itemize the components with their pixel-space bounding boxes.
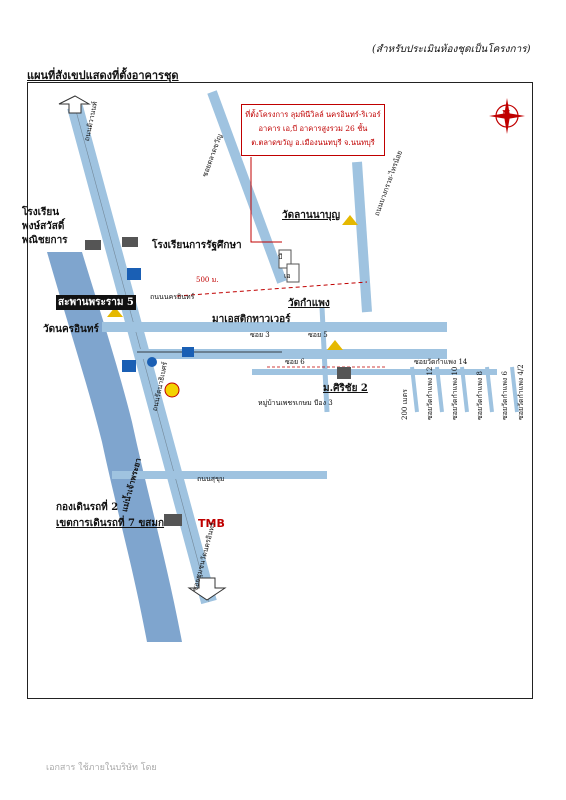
river xyxy=(47,252,182,642)
label-soi-m2: ซอยวัดกำแพง 12 xyxy=(426,366,434,420)
label-soi-6: ซอย 6 xyxy=(285,358,305,366)
ptt-icon xyxy=(147,357,157,367)
label-wat-nakorn-in: วัดนครอินทร์ xyxy=(43,324,99,335)
label-village: ม.ศิริชัย 2 xyxy=(323,383,368,394)
label-school-pongsawat: โรงเรียน พงษ์สวัสดิ์ พณิชยการ xyxy=(22,206,92,248)
market-icon xyxy=(182,347,194,357)
label-soi-kampaeng: ซอยวัดกำแพง 14 xyxy=(414,358,468,366)
temple-lanbun-icon xyxy=(342,215,358,225)
label-soi-m5: ซอยวัดกำแพง 6 xyxy=(501,371,509,420)
village-icon xyxy=(337,367,351,379)
label-distance: 500 ม. xyxy=(196,276,219,284)
bus-depot-icon xyxy=(164,514,182,526)
project-box-line2: อาคาร เอ,บี อาคารสูงรวม 26 ชั้น xyxy=(258,124,368,133)
shell-station-icon xyxy=(164,382,180,398)
label-road-nakorn-in: ถนนนครอินทร์ xyxy=(150,293,195,301)
project-box: ที่ตั้งโครงการ ลุมพินีวิลล์ นครอินทร์-ริ… xyxy=(241,104,385,156)
label-police: กองเดินรถที่ 2 xyxy=(56,502,119,513)
right-diagonal-road xyxy=(352,161,372,313)
map-title: แผนที่สังเขปแสดงที่ตั้งอาคารชุด xyxy=(27,69,179,82)
tmb-logo: TMB xyxy=(198,517,225,530)
upper-road xyxy=(207,90,287,284)
label-soi-m3: ซอยวัดกำแพง 10 xyxy=(451,366,459,420)
compass-icon xyxy=(489,98,525,134)
building-a-icon xyxy=(286,263,300,283)
label-wat-kampaeng: วัดกำแพง xyxy=(288,298,330,309)
label-school-pongsawat-3: พณิชยการ xyxy=(22,235,68,246)
route-arrow-project xyxy=(250,157,282,243)
map-canvas xyxy=(47,90,525,642)
label-soi-m4: ซอยวัดกำแพง 8 xyxy=(476,371,484,420)
label-soi-3: ซอย 3 xyxy=(250,331,270,339)
south-arrow-road xyxy=(187,577,227,601)
label-bus-depot: เขตการเดินรถที่ 7 ขสมก xyxy=(56,518,165,529)
blue-sign-icon-1 xyxy=(127,268,141,280)
route-arrow-distance xyxy=(176,281,368,297)
compass-n-label: N xyxy=(502,110,511,120)
map-frame xyxy=(27,82,533,699)
label-school-ratsuksa: โรงเรียนการรัฐศึกษา xyxy=(152,240,242,251)
project-box-line1: ที่ตั้งโครงการ ลุมพินีวิลล์ นครอินทร์-ริ… xyxy=(245,110,381,119)
label-school-pongsawat-1: โรงเรียน xyxy=(22,207,60,218)
header-note: (สำหรับประเมินห้องชุดเป็นโครงการ) xyxy=(372,44,531,55)
label-makro: มาเอสติกทาวเวอร์ xyxy=(212,314,291,325)
temple-kampaeng-icon xyxy=(327,340,343,350)
label-soi-1: สะพานพระราม 5 xyxy=(56,295,136,310)
label-soi-bottom: ถนนสุขุม xyxy=(197,475,225,483)
label-soi-m1: 200 เมตร xyxy=(401,389,409,420)
blue-sign-icon-2 xyxy=(122,360,136,372)
label-soi-m6: ซอยวัดกำแพง 4/2 xyxy=(517,364,525,420)
label-school-pongsawat-2: พงษ์สวัสดิ์ xyxy=(22,221,65,232)
label-village-sub: หมู่บ้านเพชรเกษม บีอง 3 xyxy=(258,399,333,407)
project-box-line3: ต.ตลาดขวัญ อ.เมืองนนทบุรี จ.นนทบุรี xyxy=(251,138,375,147)
footer-note: เอกสาร ใช้ภายในบริษัท โดย xyxy=(46,763,157,773)
label-wat-lanbun: วัดลานนาบุญ xyxy=(282,210,341,221)
school-pongsawat-icon xyxy=(85,240,101,250)
school-ratsuksa-icon xyxy=(122,237,138,247)
temple-nakorn-in-icon xyxy=(107,307,123,317)
label-soi-5: ซอย 5 xyxy=(308,331,328,339)
label-building-b: บี xyxy=(278,253,283,261)
label-building-a: เอ xyxy=(284,272,291,280)
north-arrow-road xyxy=(58,95,91,114)
